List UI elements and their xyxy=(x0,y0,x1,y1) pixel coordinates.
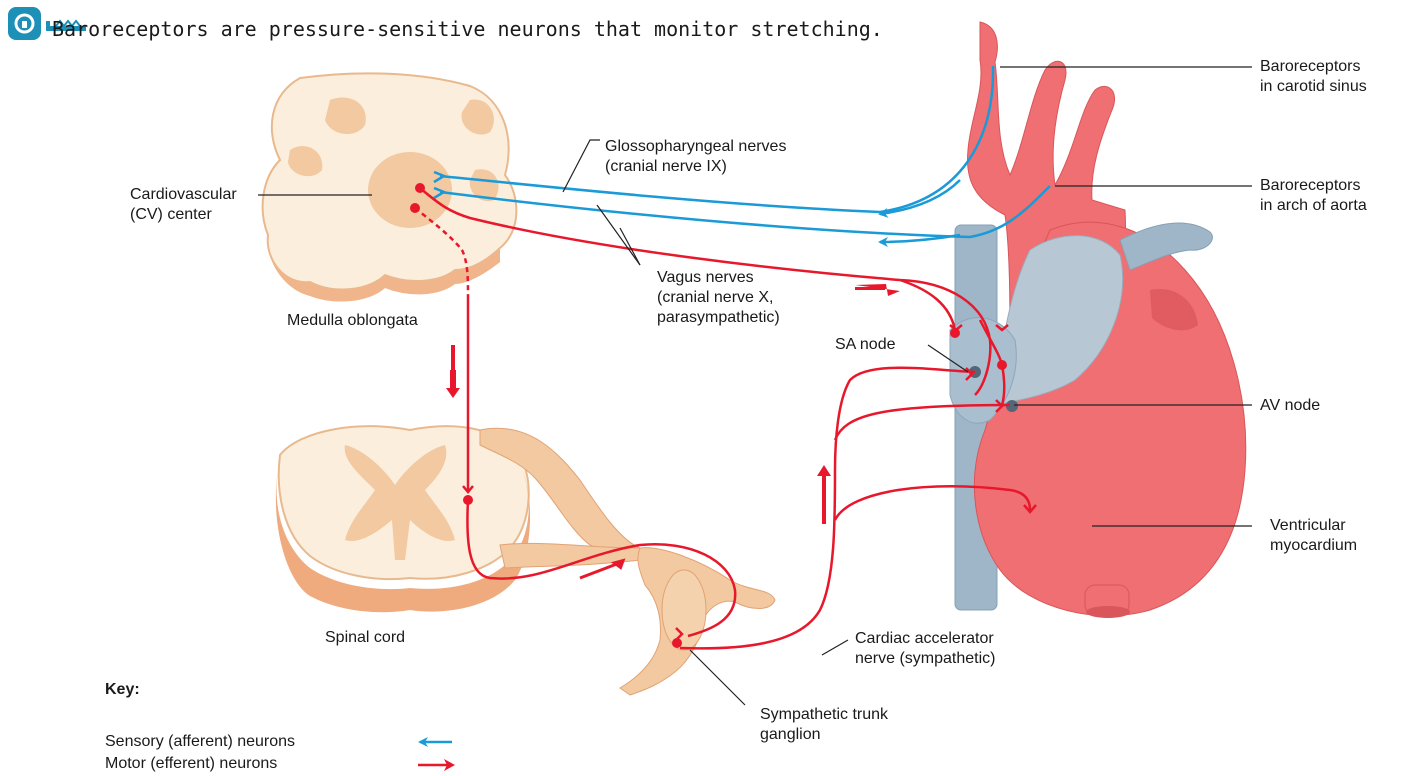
carotid-sinus-label: Baroreceptors in carotid sinus xyxy=(1260,57,1367,97)
label-line: Cardiovascular xyxy=(130,185,237,205)
heart-illustration xyxy=(950,22,1246,618)
sympathetic-ganglion-illustration xyxy=(620,548,775,695)
cardiac-accelerator-path xyxy=(680,368,975,649)
arrow-up-accelerator xyxy=(817,465,831,476)
spinal-cord-label: Spinal cord xyxy=(325,628,405,648)
cardiac-accelerator-label: Cardiac accelerator nerve (sympathetic) xyxy=(855,629,996,669)
label-line: myocardium xyxy=(1270,536,1357,556)
label-line: Baroreceptors xyxy=(1260,176,1367,196)
label-line: (CV) center xyxy=(130,205,237,225)
label-line: (cranial nerve X, xyxy=(657,288,780,308)
label-line: in arch of aorta xyxy=(1260,196,1367,216)
label-line: (cranial nerve IX) xyxy=(605,157,786,177)
key-sensory-label: Sensory (afferent) neurons xyxy=(105,732,295,752)
medulla-label: Medulla oblongata xyxy=(287,311,418,331)
vagus-label: Vagus nerves (cranial nerve X, parasympa… xyxy=(657,268,780,328)
aortic-arch-label: Baroreceptors in arch of aorta xyxy=(1260,176,1367,216)
label-line: ganglion xyxy=(760,725,888,745)
label-line: Glossopharyngeal nerves xyxy=(605,137,786,157)
label-line: nerve (sympathetic) xyxy=(855,649,996,669)
key-motor-label: Motor (efferent) neurons xyxy=(105,754,277,774)
diagram-caption: Baroreceptors are pressure-sensitive neu… xyxy=(52,17,883,41)
key-title: Key: xyxy=(105,680,140,700)
ventricular-myocardium-label: Ventricular myocardium xyxy=(1270,516,1357,556)
av-node-label: AV node xyxy=(1260,396,1320,416)
key-arrows xyxy=(418,742,455,771)
label-line: Ventricular xyxy=(1270,516,1357,536)
label-line: Baroreceptors xyxy=(1260,57,1367,77)
label-line: Sympathetic trunk xyxy=(760,705,888,725)
label-line: parasympathetic) xyxy=(657,308,780,328)
cv-center-label: Cardiovascular (CV) center xyxy=(130,185,237,225)
label-line: Vagus nerves xyxy=(657,268,780,288)
unlocked-lock-icon xyxy=(8,7,41,40)
sa-node-label: SA node xyxy=(835,335,896,355)
label-line: in carotid sinus xyxy=(1260,77,1367,97)
glossopharyngeal-label: Glossopharyngeal nerves (cranial nerve I… xyxy=(605,137,786,177)
sympathetic-trunk-label: Sympathetic trunk ganglion xyxy=(760,705,888,745)
label-line: Cardiac accelerator xyxy=(855,629,996,649)
spinal-cord-illustration xyxy=(276,426,640,612)
medulla-oblongata-illustration xyxy=(263,73,517,301)
